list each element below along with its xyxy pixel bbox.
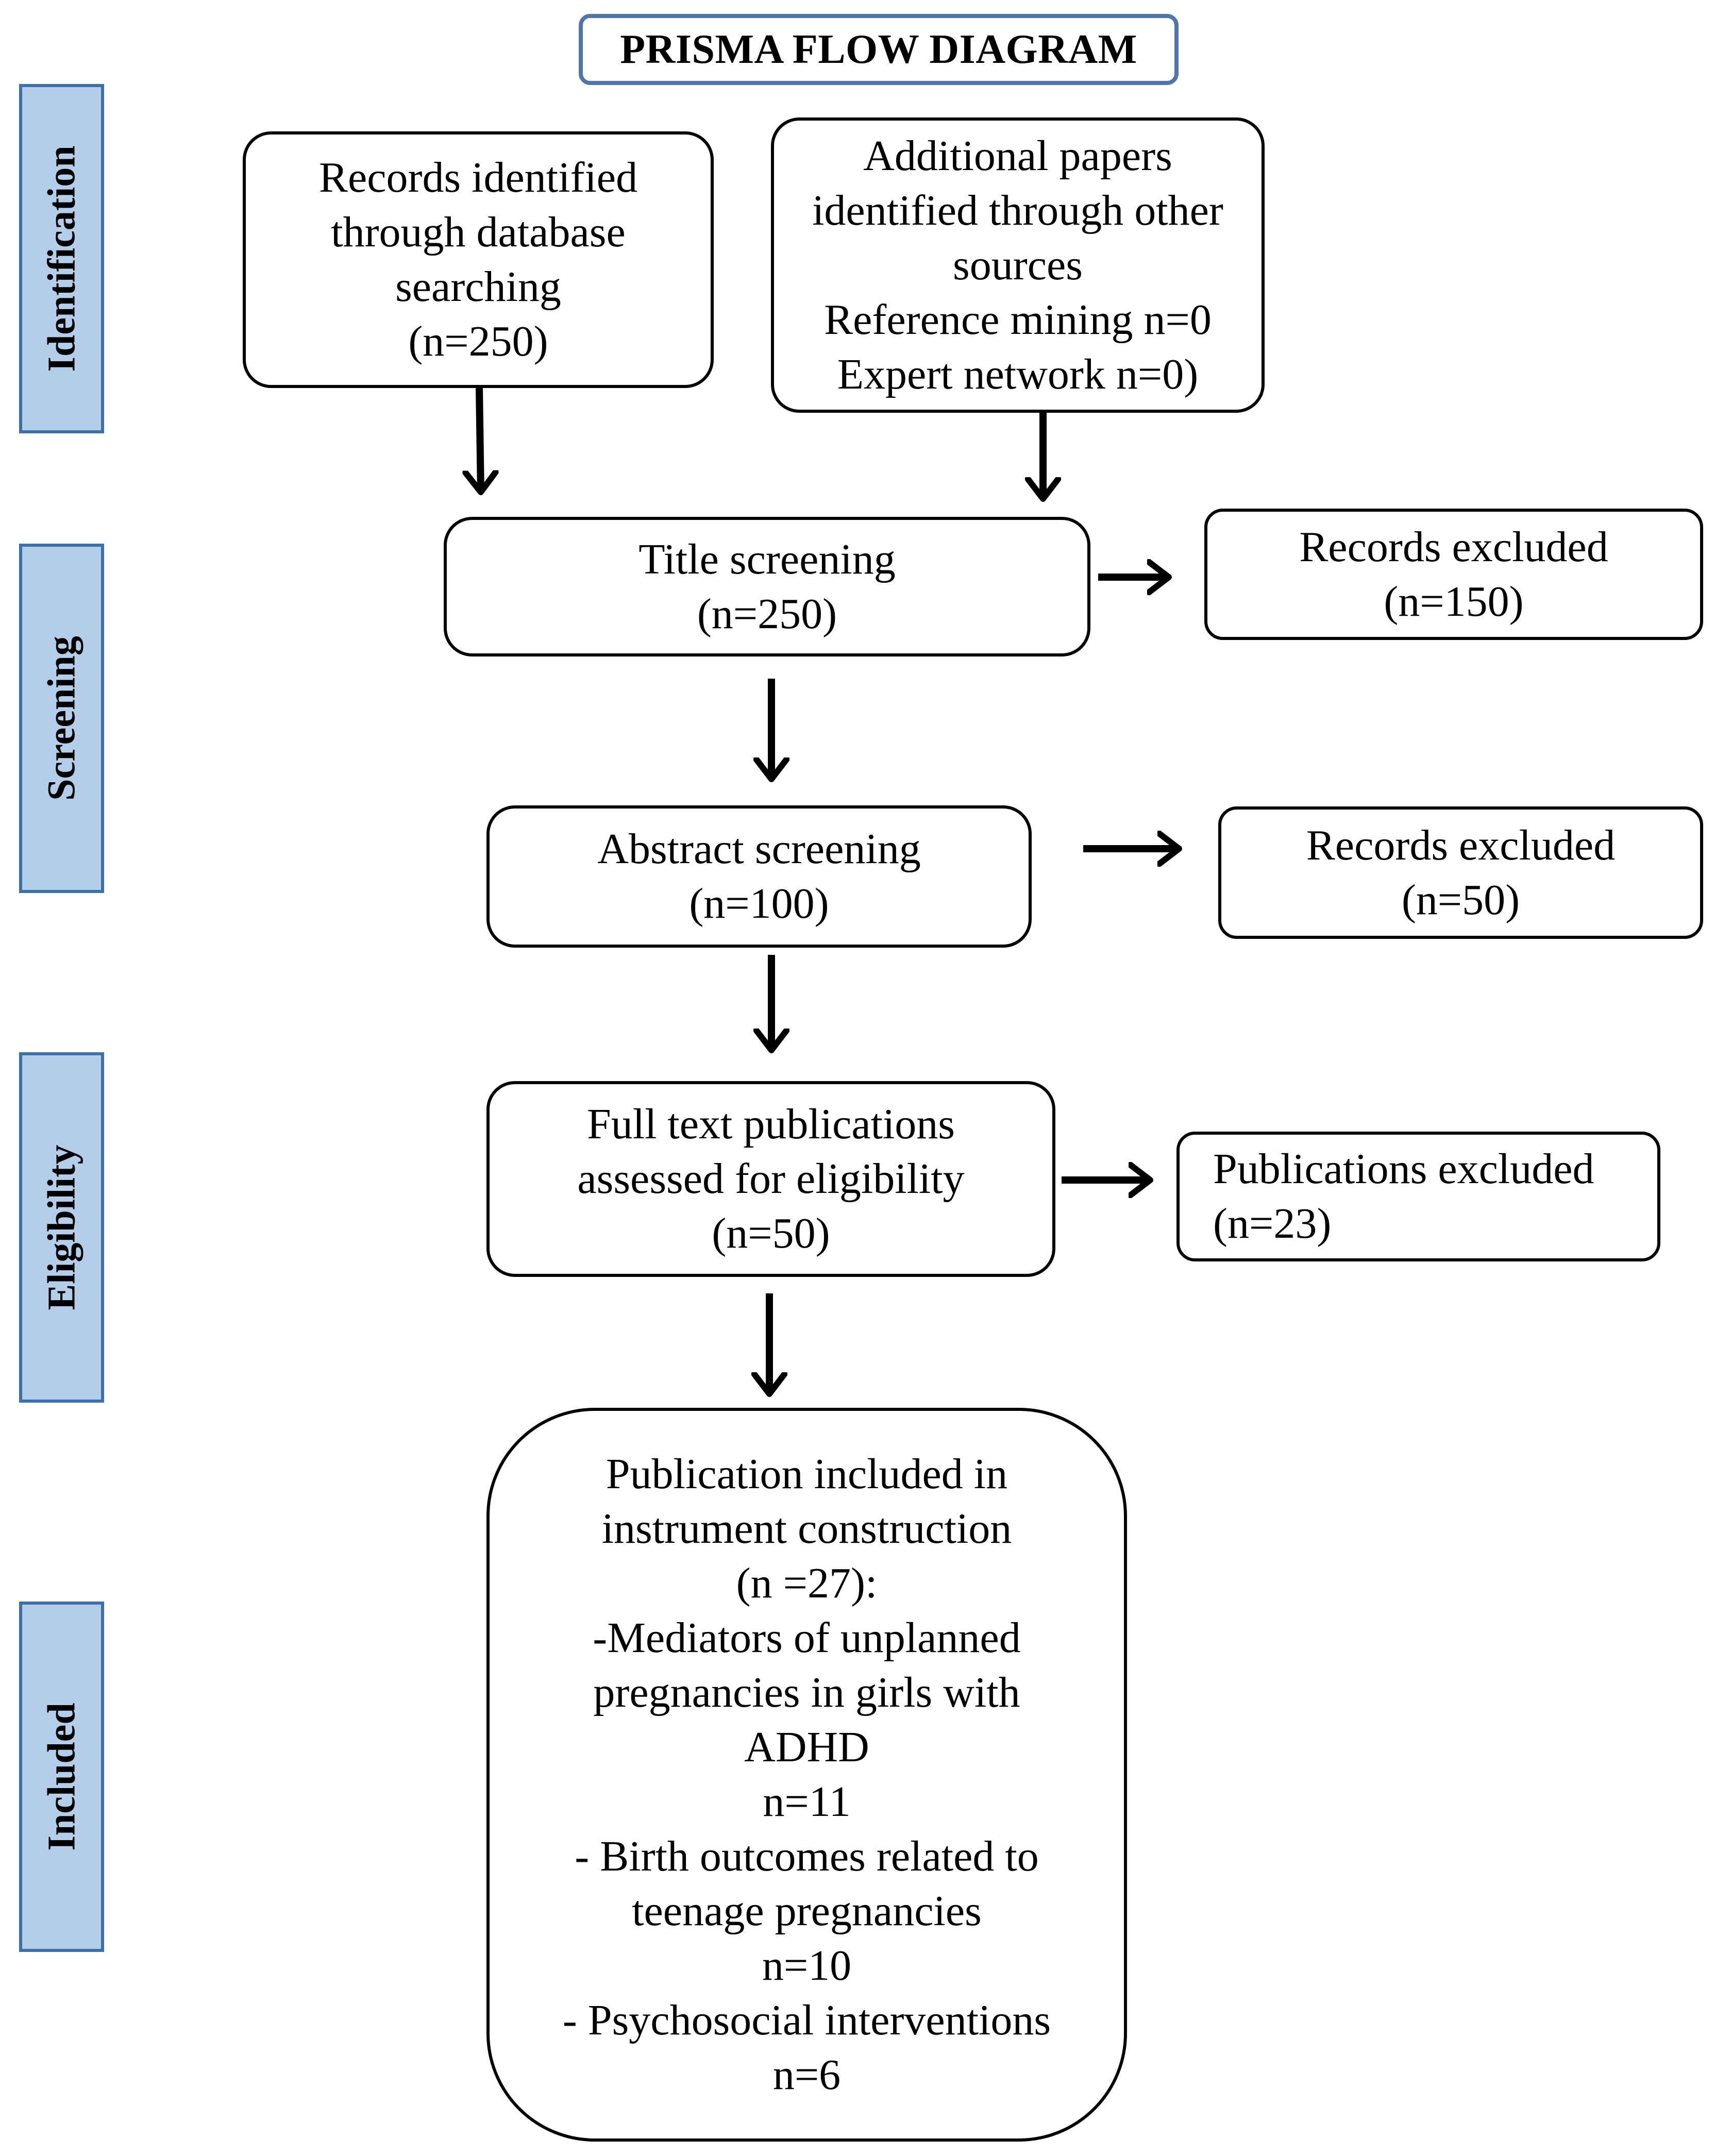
full-text-eligibility-box: Full text publications assessed for elig… [486,1081,1055,1277]
box-line: (n=50) [1401,875,1520,924]
box-line: Records excluded [1306,821,1616,869]
box-line: Full text publications [587,1100,955,1148]
box-line: Records excluded [1299,523,1608,571]
box-line: sources [953,241,1083,289]
box-line: assessed for eligibility [577,1155,965,1203]
box-line: - Psychosocial interventions [562,1996,1051,2044]
box-line: (n=250) [408,317,548,365]
records-excluded-title-box: Records excluded (n=150) [1204,509,1703,640]
box-line: Records identified [318,154,638,201]
box-line: through database [331,208,626,256]
box-line: pregnancies in girls with [593,1669,1020,1716]
box-line: searching [395,263,561,311]
box-line: n=11 [763,1778,851,1826]
other-sources-box: Additional papers identified through oth… [771,117,1265,413]
included-publications-box: Publication included in instrument const… [486,1408,1127,2142]
box-line: (n =27): [736,1559,878,1607]
box-line: n=10 [762,1942,852,1990]
stage-screening: Screening [19,544,104,893]
box-line: Publication included in [606,1450,1008,1498]
box-line: Abstract screening [597,825,921,873]
box-line: n=6 [772,2051,841,2099]
arrow-database-to-title [479,388,481,492]
box-line: ADHD [744,1723,869,1771]
box-line: (n=23) [1213,1200,1332,1248]
publications-excluded-box: Publications excluded (n=23) [1176,1132,1660,1261]
diagram-title: PRISMA FLOW DIAGRAM [579,14,1179,85]
box-line: identified through other [812,186,1223,234]
box-line: (n=250) [697,589,837,638]
title-screening-box: Title screening (n=250) [444,517,1090,656]
box-line: Additional papers [863,131,1172,180]
box-line: (n=50) [712,1209,830,1257]
box-line: Title screening [638,535,896,583]
abstract-screening-box: Abstract screening (n=100) [486,805,1032,948]
box-line: -Mediators of unplanned [593,1614,1021,1662]
box-line: (n=150) [1384,577,1524,626]
box-line: (n=100) [689,880,829,928]
records-excluded-abstract-box: Records excluded (n=50) [1218,806,1703,939]
box-line: Reference mining n=0 [824,295,1212,344]
database-records-box: Records identified through database sear… [243,131,714,388]
stage-included: Included [19,1602,104,1952]
box-line: - Birth outcomes related to [575,1832,1039,1880]
stage-eligibility: Eligibility [19,1052,104,1403]
box-line: Publications excluded [1213,1145,1594,1193]
stage-identification: Identification [19,84,104,433]
box-line: teenage pregnancies [632,1887,982,1935]
box-line: Expert network n=0) [837,350,1199,398]
box-line: instrument construction [601,1505,1012,1553]
